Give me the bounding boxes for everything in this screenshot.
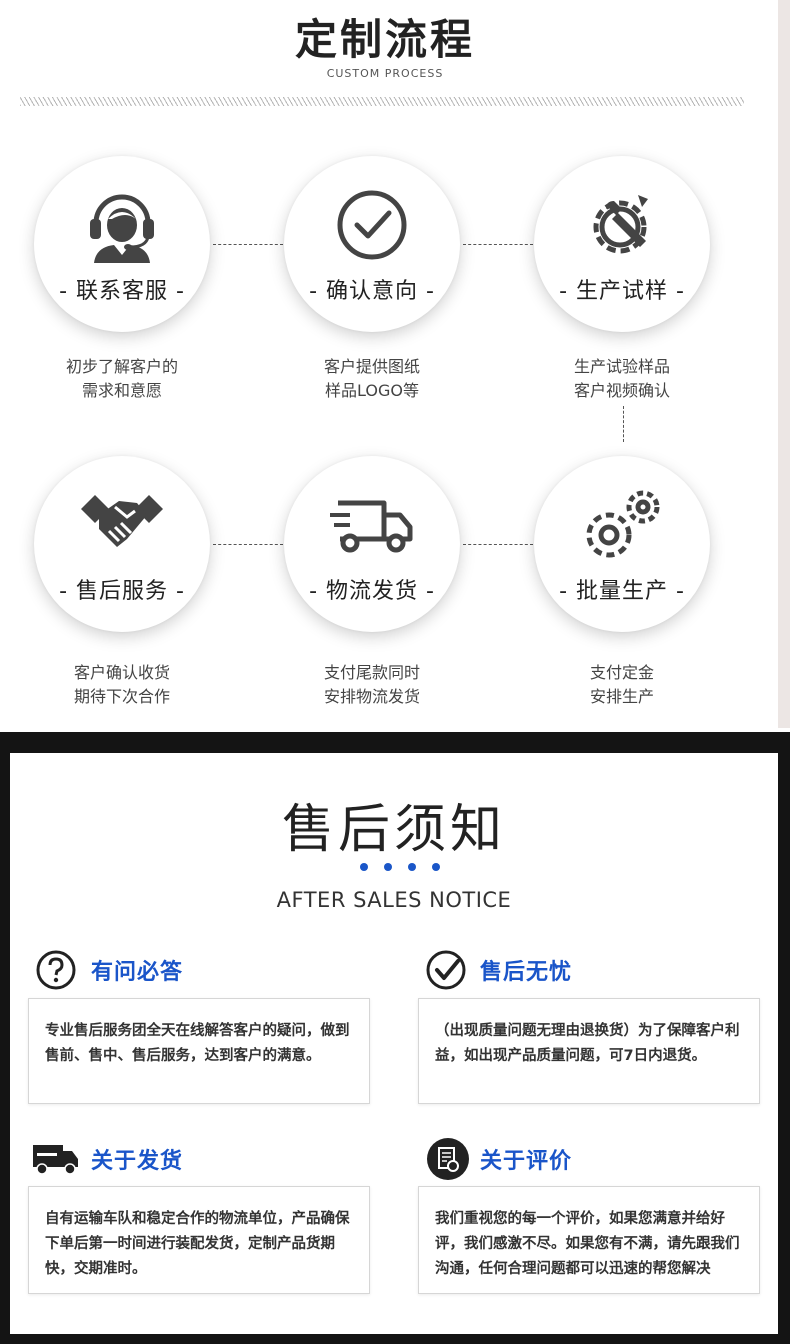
desc-line: 安排生产 — [589, 687, 654, 706]
review-icon — [426, 1137, 470, 1181]
step-label: - 确认意向 - — [309, 279, 435, 304]
title-dots — [360, 863, 440, 873]
connector-line — [623, 406, 624, 442]
desc-line: 期待下次合作 — [73, 687, 170, 706]
step-after-sales: - 售后服务 - — [34, 456, 210, 632]
step-description: 支付尾款同时 安排物流发货 — [284, 661, 460, 709]
process-subtitle: CUSTOM PROCESS — [326, 67, 444, 80]
after-sales-subtitle: AFTER SALES NOTICE — [276, 888, 512, 912]
step-logistics: - 物流发货 - — [284, 456, 460, 632]
step-description: 客户提供图纸 样品LOGO等 — [284, 355, 460, 403]
connector-line — [213, 544, 283, 545]
connector-line — [463, 244, 533, 245]
step-sample-production: - 生产试样 - — [534, 156, 710, 332]
desc-line: 客户提供图纸 — [323, 357, 420, 376]
step-label: - 联系客服 - — [59, 279, 185, 304]
customer-service-icon — [77, 184, 167, 266]
connector-line — [213, 244, 283, 245]
process-title: 定制流程 — [294, 15, 475, 64]
item-text: 自有运输车队和稳定合作的物流单位，产品确保下单后第一时间进行装配发货，定制产品货… — [45, 1211, 350, 1277]
truck-icon — [32, 1139, 80, 1179]
step-mass-production: - 批量生产 - — [534, 456, 710, 632]
item-title: 售后无忧 — [480, 960, 573, 985]
item-title: 关于评价 — [480, 1149, 573, 1174]
dot — [432, 863, 440, 871]
desc-line: 支付尾款同时 — [323, 663, 420, 682]
desc-line: 初步了解客户的 — [65, 357, 178, 376]
step-description: 初步了解客户的 需求和意愿 — [34, 355, 210, 403]
handshake-icon — [77, 484, 167, 566]
step-description: 生产试验样品 客户视频确认 — [534, 355, 710, 403]
step-label: - 生产试样 - — [559, 279, 685, 304]
item-text: 专业售后服务团全天在线解答客户的疑问，做到售前、售中、售后服务，达到客户的满意。 — [45, 1023, 350, 1064]
desc-line: 支付定金 — [589, 663, 654, 682]
desc-line: 需求和意愿 — [81, 381, 162, 400]
step-description: 支付定金 安排生产 — [534, 661, 710, 709]
connector-line — [463, 544, 533, 545]
desc-line: 客户确认收货 — [73, 663, 170, 682]
item-text: 我们重视您的每一个评价，如果您满意并给好评，我们感激不尽。如果您有不满，请先跟我… — [435, 1211, 740, 1277]
gears-icon — [577, 484, 667, 566]
desc-line: 样品LOGO等 — [325, 381, 419, 400]
question-icon — [36, 950, 76, 990]
check-circle-icon — [426, 950, 466, 990]
step-label: - 售后服务 - — [59, 579, 185, 604]
step-confirm-intent: - 确认意向 - — [284, 156, 460, 332]
desc-line: 生产试验样品 — [573, 357, 670, 376]
step-contact-service: - 联系客服 - — [34, 156, 210, 332]
item-text: （出现质量问题无理由退换货）为了保障客户利益，如出现产品质量问题，可7日内退货。 — [435, 1023, 740, 1064]
checkmark-icon — [327, 184, 417, 266]
item-box: （出现质量问题无理由退换货）为了保障客户利益，如出现产品质量问题，可7日内退货。 — [418, 998, 760, 1104]
delivery-truck-icon — [327, 484, 417, 566]
dot — [384, 863, 392, 871]
dot — [408, 863, 416, 871]
after-sales-panel: 售后须知 AFTER SALES NOTICE 有问必答 专业售后服务团全天在线… — [10, 753, 778, 1334]
item-title: 有问必答 — [91, 960, 184, 985]
item-box: 我们重视您的每一个评价，如果您满意并给好评，我们感激不尽。如果您有不满，请先跟我… — [418, 1186, 760, 1294]
dot — [360, 863, 368, 871]
gear-wrench-icon — [577, 184, 667, 266]
after-sales-title: 售后须知 — [281, 800, 506, 860]
item-box: 专业售后服务团全天在线解答客户的疑问，做到售前、售中、售后服务，达到客户的满意。 — [28, 998, 370, 1104]
desc-line: 客户视频确认 — [573, 381, 670, 400]
item-box: 自有运输车队和稳定合作的物流单位，产品确保下单后第一时间进行装配发货，定制产品货… — [28, 1186, 370, 1294]
step-label: - 物流发货 - — [309, 579, 435, 604]
desc-line: 安排物流发货 — [323, 687, 420, 706]
hatched-divider — [20, 97, 744, 106]
custom-process-section: 定制流程 CUSTOM PROCESS - 联系客服 - 初步了解客户的 需求和… — [20, 15, 744, 709]
step-description: 客户确认收货 期待下次合作 — [34, 661, 210, 709]
step-label: - 批量生产 - — [559, 579, 685, 604]
item-title: 关于发货 — [91, 1149, 184, 1174]
page-edge — [778, 0, 790, 728]
